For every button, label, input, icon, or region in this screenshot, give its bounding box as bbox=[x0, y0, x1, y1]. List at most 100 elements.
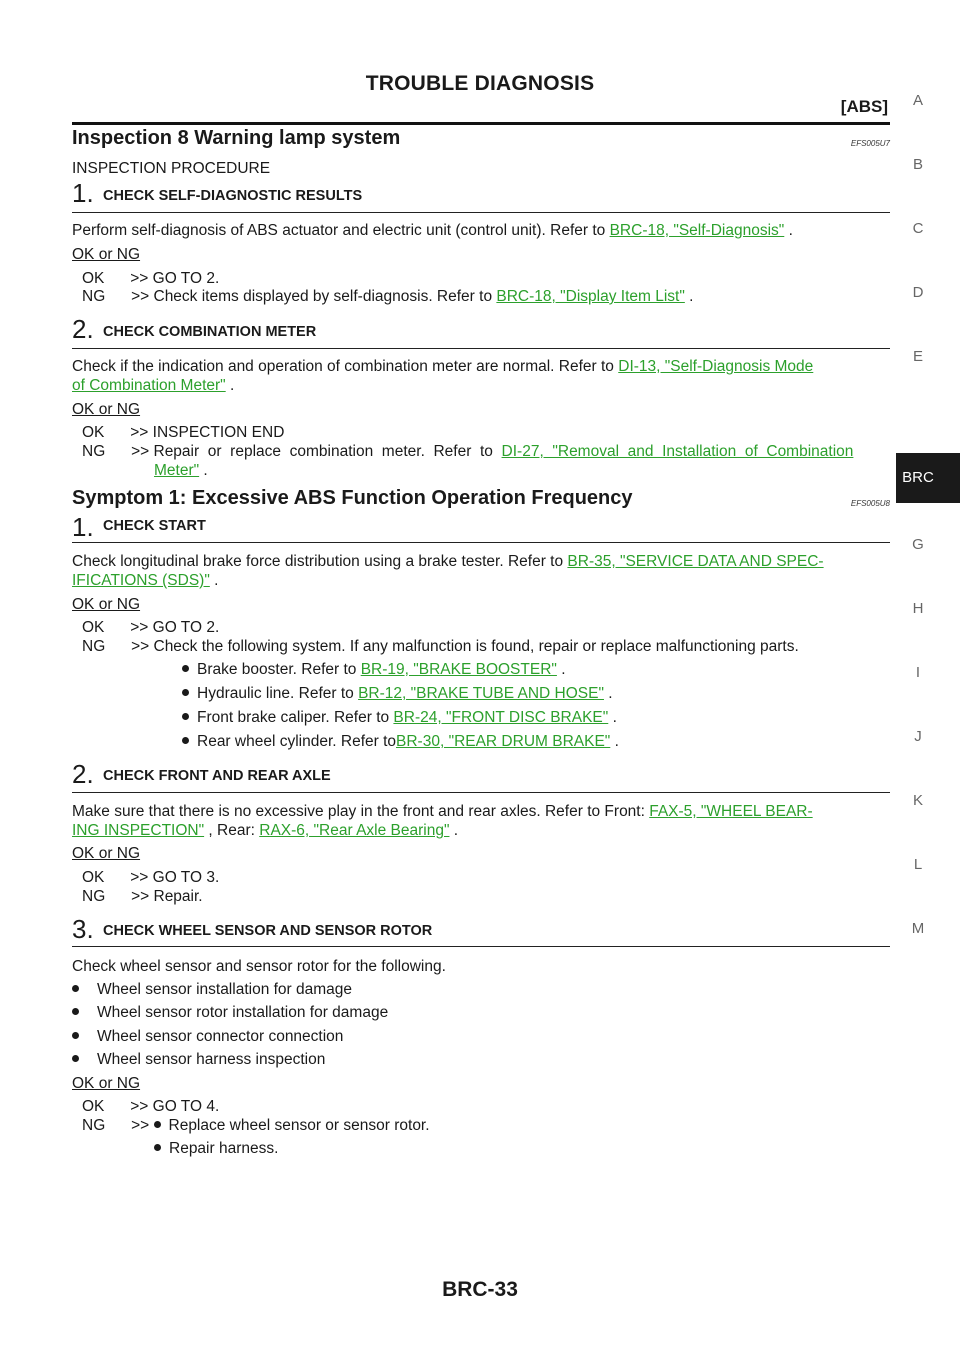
text-span: Wheel sensor installation for damage bbox=[97, 981, 353, 998]
list-item: Hydraulic line. Refer to BR-12, "BRAKE T… bbox=[182, 685, 613, 703]
step-number: 2. bbox=[72, 759, 94, 789]
procedure-label: INSPECTION PROCEDURE bbox=[72, 160, 271, 177]
ng-result: NG >> Repair or replace combination mete… bbox=[82, 443, 853, 461]
text-span: . bbox=[225, 377, 235, 394]
nav-letter-e[interactable]: E bbox=[912, 348, 923, 365]
bullet-icon bbox=[153, 1121, 161, 1128]
step-text: Perform self-diagnosis of ABS actuator a… bbox=[72, 222, 793, 240]
list-item: Wheel sensor connector connection bbox=[72, 1028, 343, 1046]
nav-letter-m[interactable]: M bbox=[911, 920, 925, 937]
nav-letter-i[interactable]: I bbox=[915, 664, 921, 681]
nav-letter-k[interactable]: K bbox=[912, 792, 923, 809]
nav-letter-d[interactable]: D bbox=[912, 284, 924, 301]
ok-result: OK >> GO TO 2. bbox=[82, 270, 220, 287]
nav-letter-c[interactable]: C bbox=[912, 220, 924, 237]
link-fax-5[interactable]: FAX-5, "WHEEL BEAR- bbox=[649, 803, 813, 820]
step-number: 2. bbox=[72, 314, 94, 344]
text-span: Check if the indication and operation of… bbox=[72, 358, 619, 375]
text-span: Check longitudinal brake force distribut… bbox=[72, 553, 568, 570]
link-di-27-cont[interactable]: Meter" bbox=[154, 462, 200, 479]
text-span: . bbox=[684, 288, 694, 305]
text-span: Rear wheel cylinder. Refer to bbox=[197, 733, 397, 750]
link-display-item-list[interactable]: BRC-18, "Display Item List" bbox=[496, 288, 685, 305]
step-text-cont: IFICATIONS (SDS)" . bbox=[72, 572, 218, 590]
section-code: EFS005U7 bbox=[850, 139, 890, 148]
text-span: . bbox=[199, 462, 208, 479]
link-di-13-cont[interactable]: of Combination Meter" bbox=[72, 377, 226, 394]
link-di-27[interactable]: DI-27, "Removal and Installation of Comb… bbox=[501, 443, 854, 460]
nav-letter-h[interactable]: H bbox=[912, 600, 924, 617]
section-index-nav: A B C D E BRC G H I J K L M bbox=[896, 0, 960, 1358]
ng-result: NG >> Repair. bbox=[82, 888, 203, 905]
ok-or-ng-label: OK or NG bbox=[72, 845, 141, 862]
list-item: Wheel sensor harness inspection bbox=[72, 1051, 325, 1069]
ng-result: NG >> Replace wheel sensor or sensor rot… bbox=[82, 1117, 430, 1135]
text-span: NG >> Check items displayed by self-diag… bbox=[82, 288, 497, 305]
bullet-icon bbox=[182, 689, 189, 696]
step-text: Check if the indication and operation of… bbox=[72, 358, 813, 376]
ok-or-ng-label: OK or NG bbox=[72, 401, 141, 418]
link-br-24[interactable]: BR-24, "FRONT DISC BRAKE" bbox=[393, 709, 609, 726]
text-span: Hydraulic line. Refer to bbox=[197, 685, 359, 702]
bullet-icon bbox=[72, 1008, 79, 1015]
text-span: Wheel sensor connector connection bbox=[97, 1028, 344, 1045]
link-br-35-cont[interactable]: IFICATIONS (SDS)" bbox=[72, 572, 210, 589]
step-rule bbox=[72, 212, 890, 213]
step-title: CHECK START bbox=[103, 518, 206, 534]
ok-or-ng-label: OK or NG bbox=[72, 246, 141, 263]
ok-result: OK >> INSPECTION END bbox=[82, 424, 285, 441]
nav-letter-b[interactable]: B bbox=[912, 156, 923, 173]
text-span: NG >> bbox=[82, 1117, 154, 1134]
link-di-13[interactable]: DI-13, "Self-Diagnosis Mode bbox=[618, 358, 814, 375]
text-span: Brake booster. Refer to bbox=[197, 661, 361, 678]
ok-result: OK >> GO TO 3. bbox=[82, 869, 220, 886]
nav-letter-l[interactable]: L bbox=[913, 856, 923, 873]
section-code: EFS005U8 bbox=[850, 499, 890, 508]
list-item: Wheel sensor rotor installation for dama… bbox=[72, 1004, 388, 1022]
ng-result: NG >> Check items displayed by self-diag… bbox=[82, 288, 693, 306]
bullet-icon bbox=[182, 737, 189, 744]
bullet-icon bbox=[72, 985, 79, 992]
nav-active-brc[interactable]: BRC bbox=[896, 453, 960, 503]
text-span: Perform self-diagnosis of ABS actuator a… bbox=[72, 222, 610, 239]
bullet-icon bbox=[182, 713, 189, 720]
ng-result-item: Repair harness. bbox=[154, 1140, 278, 1158]
step-text: Make sure that there is no excessive pla… bbox=[72, 803, 813, 821]
text-span: Wheel sensor rotor installation for dama… bbox=[97, 1004, 389, 1021]
section-title-inspection8: Inspection 8 Warning lamp system bbox=[72, 127, 401, 149]
link-br-12[interactable]: BR-12, "BRAKE TUBE AND HOSE" bbox=[358, 685, 604, 702]
ng-result-cont: Meter" . bbox=[154, 462, 208, 480]
step-title: CHECK SELF-DIAGNOSTIC RESULTS bbox=[103, 188, 363, 204]
step-text: Check longitudinal brake force distribut… bbox=[72, 553, 824, 571]
link-fax-5-cont[interactable]: ING INSPECTION" bbox=[72, 822, 205, 839]
step-rule bbox=[72, 542, 890, 543]
bullet-icon bbox=[72, 1032, 79, 1039]
text-span: , Rear: bbox=[204, 822, 260, 839]
link-self-diagnosis[interactable]: BRC-18, "Self-Diagnosis" bbox=[609, 222, 785, 239]
section-title-symptom1: Symptom 1: Excessive ABS Function Operat… bbox=[72, 487, 633, 509]
link-br-35[interactable]: BR-35, "SERVICE DATA AND SPEC- bbox=[567, 553, 824, 570]
text-span: . bbox=[556, 661, 566, 678]
text-span: NG >> Repair or replace combination mete… bbox=[82, 443, 502, 460]
list-item: Wheel sensor installation for damage bbox=[72, 981, 352, 999]
bullet-icon bbox=[154, 1144, 161, 1151]
list-item: Front brake caliper. Refer to BR-24, "FR… bbox=[182, 709, 617, 727]
text-span: Make sure that there is no excessive pla… bbox=[72, 803, 650, 820]
step-number: 3. bbox=[72, 914, 94, 944]
page-header-subtitle: [ABS] bbox=[840, 97, 888, 116]
ok-result: OK >> GO TO 2. bbox=[82, 619, 220, 636]
text-span: . bbox=[603, 685, 613, 702]
nav-letter-a[interactable]: A bbox=[912, 92, 923, 109]
link-rax-6[interactable]: RAX-6, "Rear Axle Bearing" bbox=[259, 822, 450, 839]
text-span: . bbox=[449, 822, 459, 839]
page-number: BRC-33 bbox=[442, 1278, 518, 1301]
text-span: Front brake caliper. Refer to bbox=[197, 709, 394, 726]
bullet-icon bbox=[182, 665, 189, 672]
nav-letter-j[interactable]: J bbox=[914, 728, 922, 745]
link-br-19[interactable]: BR-19, "BRAKE BOOSTER" bbox=[360, 661, 557, 678]
nav-letter-g[interactable]: G bbox=[912, 536, 924, 553]
link-br-30[interactable]: BR-30, "REAR DRUM BRAKE" bbox=[396, 733, 611, 750]
step-rule bbox=[72, 946, 890, 947]
page-header-title: TROUBLE DIAGNOSIS bbox=[365, 72, 595, 95]
step-text-cont: ING INSPECTION" , Rear: RAX-6, "Rear Axl… bbox=[72, 822, 458, 840]
